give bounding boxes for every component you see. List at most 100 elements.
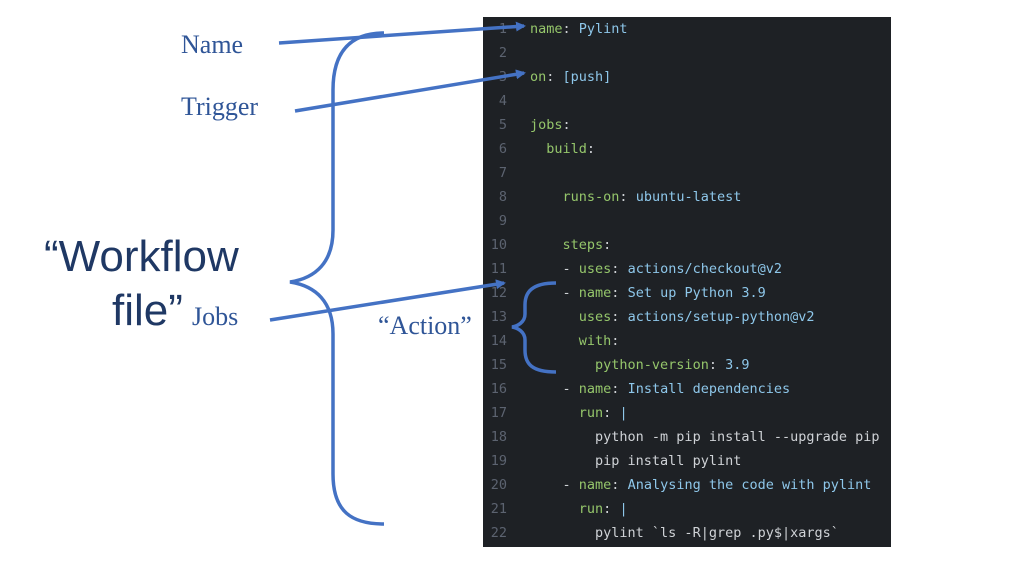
code-separator: :: [708, 357, 726, 373]
line-number: 18: [490, 429, 507, 445]
code-indent: [530, 525, 595, 541]
code-indent: [530, 453, 595, 469]
line-number: 12: [490, 285, 507, 301]
code-value: Pylint: [578, 21, 628, 37]
line-number: 13: [490, 309, 507, 325]
code-indent: [530, 237, 563, 253]
code-indent: [530, 333, 579, 349]
code-line: 7: [483, 161, 891, 185]
line-number: 5: [498, 117, 507, 133]
code-indent: [530, 429, 595, 445]
code-value: actions/checkout@v2: [627, 261, 782, 277]
code-line: 8 runs-on: ubuntu-latest: [483, 185, 891, 209]
code-separator: :: [586, 141, 596, 157]
workflow-file-title-line2: file”: [112, 286, 183, 335]
code-key: run: [578, 501, 604, 517]
code-key: build: [546, 141, 587, 157]
line-number: 10: [490, 237, 507, 253]
line-number: 17: [490, 405, 507, 421]
code-separator: :: [603, 237, 612, 253]
code-indent: [530, 405, 579, 421]
line-number: 16: [490, 381, 507, 397]
code-line: 1 name: Pylint: [483, 17, 891, 41]
code-line: 9: [483, 209, 891, 233]
line-number: 20: [490, 477, 507, 493]
code-value: python -m pip install --upgrade pip: [595, 429, 880, 445]
code-value: ubuntu-latest: [635, 189, 742, 205]
code-line: 14 with:: [483, 329, 891, 353]
code-line: 2: [483, 41, 891, 65]
code-indent: [530, 501, 579, 517]
code-text: jobs:: [530, 113, 571, 137]
jobs-label: Jobs: [192, 302, 239, 331]
code-key: python-version: [595, 357, 709, 373]
code-separator: :: [603, 501, 620, 517]
code-indent: -: [530, 381, 579, 397]
code-line: 3 on: [push]: [483, 65, 891, 89]
code-text: name: Pylint: [530, 17, 628, 41]
code-line: 20 - name: Analysing the code with pylin…: [483, 473, 891, 497]
code-text: runs-on: ubuntu-latest: [530, 185, 742, 209]
code-line: 18 python -m pip install --upgrade pip: [483, 425, 891, 449]
code-value: pip install pylint: [595, 453, 742, 469]
code-line: 11 - uses: actions/checkout@v2: [483, 257, 891, 281]
code-text: on: [push]: [530, 65, 611, 89]
line-number: 2: [498, 45, 507, 61]
code-text: python -m pip install --upgrade pip: [530, 425, 880, 449]
code-text: steps:: [530, 233, 612, 257]
code-text: pip install pylint: [530, 449, 741, 473]
line-number: 14: [490, 333, 507, 349]
code-value: [push]: [562, 69, 612, 85]
name-label: Name: [181, 30, 244, 59]
line-number: 22: [490, 525, 507, 541]
line-number: 1: [498, 21, 507, 37]
line-number: 7: [498, 165, 507, 181]
line-number: 4: [498, 93, 507, 109]
code-line: 6 build:: [483, 137, 891, 161]
line-number: 8: [498, 189, 507, 205]
code-key: steps: [562, 237, 604, 253]
code-text: with:: [530, 329, 620, 353]
code-indent: [530, 357, 595, 373]
code-line: 19 pip install pylint: [483, 449, 891, 473]
code-line: 13 uses: actions/setup-python@v2: [483, 305, 891, 329]
code-key: name: [578, 381, 612, 397]
line-number: 3: [498, 69, 507, 85]
line-number: 6: [498, 141, 507, 157]
code-separator: :: [603, 405, 620, 421]
code-line: 10 steps:: [483, 233, 891, 257]
code-separator: :: [619, 189, 636, 205]
code-text: - name: Analysing the code with pylint: [530, 473, 872, 497]
code-indent: -: [530, 285, 579, 301]
workflow-brace: [289, 31, 385, 526]
code-value: pylint `ls -R|grep .py$|xargs`: [595, 525, 839, 541]
code-separator: :: [611, 309, 628, 325]
trigger-label: Trigger: [181, 92, 259, 121]
code-key: name: [578, 285, 612, 301]
code-separator: :: [546, 69, 563, 85]
code-line: 12 - name: Set up Python 3.9: [483, 281, 891, 305]
code-indent: -: [530, 477, 579, 493]
line-number: 15: [490, 357, 507, 373]
code-separator: :: [611, 381, 628, 397]
code-line: 4: [483, 89, 891, 113]
code-value: Install dependencies: [627, 381, 791, 397]
code-line: 17 run: |: [483, 401, 891, 425]
code-text: python-version: 3.9: [530, 353, 749, 377]
code-key: uses: [578, 309, 612, 325]
code-value: actions/setup-python@v2: [627, 309, 815, 325]
workflow-file-title-line1: “Workflow: [44, 232, 239, 281]
line-number: 9: [498, 213, 507, 229]
code-line: 5 jobs:: [483, 113, 891, 137]
code-text: pylint `ls -R|grep .py$|xargs`: [530, 521, 839, 545]
line-number: 19: [490, 453, 507, 469]
code-separator: :: [611, 285, 628, 301]
code-indent: [530, 309, 579, 325]
code-value: 3.9: [725, 357, 750, 373]
line-number: 21: [490, 501, 507, 517]
action-label: “Action”: [378, 311, 472, 340]
code-text: uses: actions/setup-python@v2: [530, 305, 815, 329]
code-value: |: [619, 405, 628, 421]
code-key: run: [578, 405, 604, 421]
